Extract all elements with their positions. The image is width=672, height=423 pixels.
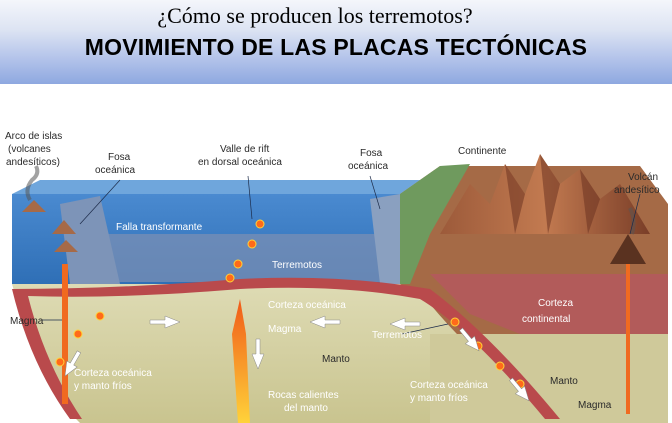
- label-corteza-fria-left-1: Corteza oceánica: [74, 368, 152, 379]
- label-volcan-1: Volcán: [628, 172, 658, 183]
- label-terremotos-right: Terremotos: [372, 330, 422, 341]
- mountain-shadows: [505, 154, 600, 234]
- left-trench: [60, 196, 120, 284]
- label-manto-center: Manto: [322, 354, 350, 365]
- island-volcanoes: [22, 165, 78, 252]
- page-subtitle: ¿Cómo se producen los terremotos?: [157, 3, 473, 28]
- label-corteza-continental-2: continental: [522, 314, 570, 325]
- label-fosa-left-2: oceánica: [95, 165, 135, 176]
- label-corteza-oceanica: Corteza oceánica: [268, 300, 346, 311]
- label-magma-center: Magma: [268, 324, 302, 335]
- label-arco-2: (volcanes: [8, 144, 51, 155]
- continent-coast: [400, 164, 470, 284]
- left-magma-conduit: [62, 264, 68, 404]
- label-rift-2: en dorsal oceánica: [198, 157, 282, 168]
- plate-tectonics-diagram: Arco de islas (volcanes andesíticos) Fos…: [0, 84, 672, 423]
- mantle: [12, 284, 560, 423]
- right-magma-conduit: [626, 264, 630, 414]
- label-magma-right: Magma: [578, 400, 612, 411]
- label-corteza-fria-right-2: y manto fríos: [410, 393, 468, 404]
- label-terremotos-center: Terremotos: [272, 260, 322, 271]
- label-rift-1: Valle de rift: [220, 144, 270, 155]
- andesitic-volcano: [610, 234, 646, 264]
- earthquake-markers: [55, 219, 525, 389]
- label-fosa-left-1: Fosa: [108, 152, 131, 163]
- label-continente: Continente: [458, 146, 507, 157]
- label-arco-1: Arco de islas: [5, 131, 62, 142]
- header-banner: ¿Cómo se producen los terremotos? MOVIMI…: [0, 0, 672, 84]
- label-rocas-2: del manto: [284, 403, 328, 414]
- continental-crust: [430, 274, 668, 334]
- label-corteza-fria-left-2: y manto fríos: [74, 381, 132, 392]
- ocean-floor: [70, 234, 380, 282]
- diagram-labels: Arco de islas (volcanes andesíticos) Fos…: [5, 131, 660, 414]
- label-fosa-right-2: oceánica: [348, 161, 388, 172]
- rift-magma-plume: [232, 299, 250, 423]
- page-title: MOVIMIENTO DE LAS PLACAS TECTÓNICAS: [84, 34, 588, 60]
- leader-lines: [42, 175, 641, 335]
- label-volcan-2: andesítico: [614, 185, 660, 196]
- ocean-surface-top: [12, 180, 420, 194]
- label-corteza-fria-right-1: Corteza oceánica: [410, 380, 488, 391]
- label-magma-left: Magma: [10, 316, 44, 327]
- label-falla: Falla transformante: [116, 222, 203, 233]
- label-manto-right: Manto: [550, 376, 578, 387]
- label-fosa-right-1: Fosa: [360, 148, 383, 159]
- label-corteza-continental-1: Corteza: [538, 298, 573, 309]
- label-arco-3: andesíticos): [6, 157, 60, 168]
- label-rocas-1: Rocas calientes: [268, 390, 339, 401]
- mantle-flow-arrows: [64, 315, 530, 402]
